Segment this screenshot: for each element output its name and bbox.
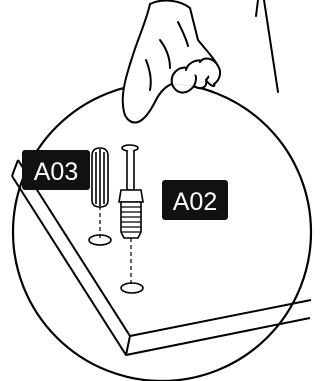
wooden-dowel-icon bbox=[92, 148, 108, 207]
detail-magnifier-circle bbox=[13, 83, 311, 381]
part-tag-a02: A02 bbox=[162, 180, 228, 220]
part-tag-a03: A03 bbox=[22, 150, 90, 190]
part-label-a03: A03 bbox=[34, 158, 78, 186]
connector-hole bbox=[121, 283, 143, 293]
back-panel bbox=[256, 0, 278, 92]
part-label-a02: A02 bbox=[173, 188, 217, 216]
